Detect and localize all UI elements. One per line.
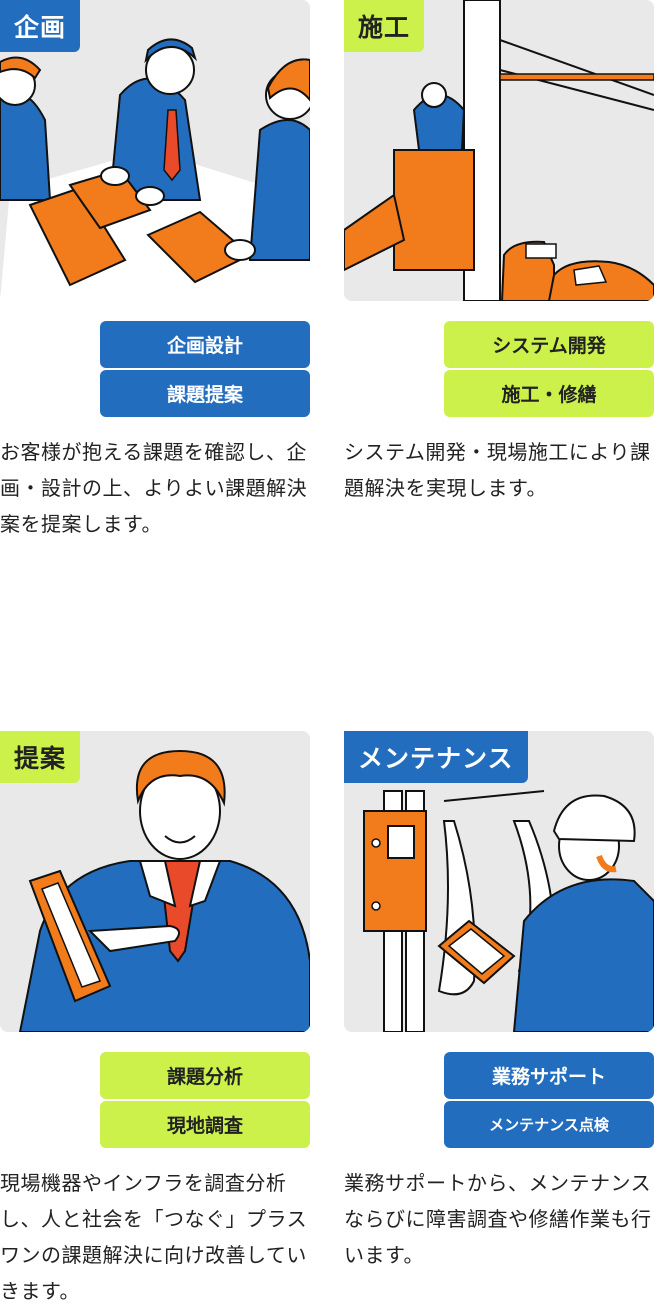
card-description: 現場機器やインフラを調査分析し、人と社会を「つなぐ」プラスワンの課題解決に向け改…: [0, 1171, 308, 1303]
card-description: 業務サポートから、メンテナンスならびに障害調査や修繕作業も行います。: [344, 1171, 652, 1267]
card-title: メンテナンス: [344, 731, 528, 783]
card-description: システム開発・現場施工により課題解決を実現します。: [344, 440, 651, 500]
card-title: 施工: [344, 0, 425, 52]
tag-business-support: 業務サポート: [444, 1052, 654, 1099]
tag-issue-analysis: 課題分析: [100, 1052, 310, 1099]
card-title: 提案: [0, 731, 81, 783]
card-maintenance: メンテナンス 業務サポート メンテナンス点検 業務サポートから、メンテナンスなら…: [344, 731, 654, 1310]
tag-issue-proposal: 課題提案: [100, 370, 310, 417]
tag-construction-repair: 施工・修繕: [444, 370, 654, 417]
maintenance-illustration-icon: [344, 731, 654, 1032]
card-title: 企画: [0, 0, 81, 52]
card-proposal: 提案 課題分析 現地調査 現場機器やインフラを調査分析し、人と社会を「つなぐ」プ…: [0, 731, 310, 1310]
tag-maintenance-inspection: メンテナンス点検: [444, 1101, 654, 1148]
card-planning: 企画 企画設計 課題提案 お客様が抱える課題を確認し、企画・設計の上、よりよい課…: [0, 0, 310, 560]
tag-system-development: システム開発: [444, 321, 654, 368]
card-construction: 施工 システム開発 施工・修繕 システム開発・現場施工により課題解決を実現します…: [344, 0, 654, 560]
card-description: お客様が抱える課題を確認し、企画・設計の上、よりよい課題解決案を提案します。: [0, 440, 308, 536]
tag-planning-design: 企画設計: [100, 321, 310, 368]
tag-site-survey: 現地調査: [100, 1101, 310, 1148]
